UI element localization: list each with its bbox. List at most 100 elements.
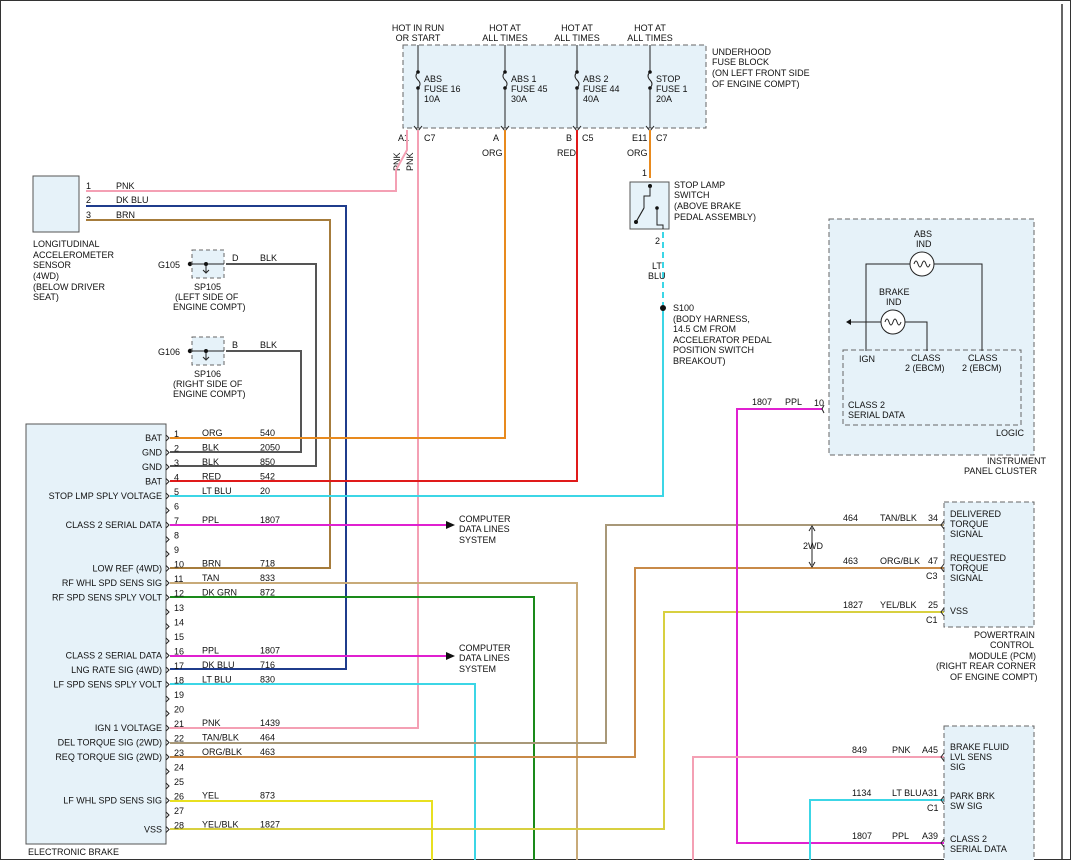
ebcm-wire-color: PNK — [202, 718, 221, 728]
accel-wire-2: DK BLU — [116, 195, 149, 205]
s100-label-1: S100 — [673, 303, 694, 313]
fuse-1-text-0: ABS 1 — [511, 74, 537, 84]
ebcm-pin-connector-icon — [165, 492, 170, 500]
ebcm-pin-number: 26 — [174, 792, 184, 802]
splice-s100: S100 (BODY HARNESS, 14.5 CM FROM ACCELER… — [660, 303, 772, 366]
ebcm-pin-name: LNG RATE SIG (4WD) — [71, 665, 162, 675]
ebcm-wire-circuit: 463 — [260, 747, 275, 757]
ebcm-wire-circuit: 1439 — [260, 718, 280, 728]
lower-connector-icon — [940, 795, 945, 805]
pcm-conn: C1 — [926, 615, 938, 625]
fuse-pin-c7b: C7 — [656, 133, 668, 143]
wire-label-org-2: ORG — [627, 148, 648, 158]
wire-label-pnk-1: PNK — [392, 152, 402, 171]
ebcm-pin-number: 19 — [174, 690, 184, 700]
abs-lamp-filament-icon — [913, 260, 931, 268]
computer-lines-2-a: COMPUTER — [459, 643, 511, 653]
ebcm-pin-number: 1 — [174, 429, 179, 439]
wire-blk-g106 — [170, 350, 302, 453]
sp106-loc-2: ENGINE COMPT) — [173, 389, 246, 399]
cluster-class2b-1: CLASS — [968, 353, 998, 363]
pcm-conn: C3 — [926, 571, 938, 581]
computer-data-lines-1: COMPUTER DATA LINES SYSTEM — [446, 514, 511, 545]
fuse-3-element-icon — [647, 71, 653, 89]
g106-wire: BLK — [260, 340, 277, 350]
ebcm-wire-color: BLK — [202, 457, 219, 467]
wire-pnk-ign — [170, 130, 419, 729]
lower-label-text: SIG — [950, 762, 966, 772]
ebcm-box — [25, 423, 167, 845]
fuse-header-0-b: OR START — [396, 33, 441, 43]
stop-lamp-switch: STOP LAMP SWITCH (ABOVE BRAKE PEDAL ASSE… — [629, 168, 756, 281]
fuse-2-text-2: 40A — [583, 94, 599, 104]
pcm-label-1: POWERTRAIN — [974, 630, 1035, 640]
ebcm-label: ELECTRONIC BRAKE — [28, 847, 119, 857]
ebcm-pin-connector-icon — [165, 594, 170, 601]
ebcm-pin-connector-icon — [165, 826, 170, 833]
ebcm-wire-circuit: 873 — [260, 791, 275, 801]
pcm-connector-icon — [940, 607, 945, 617]
pcm-label-text: SIGNAL — [950, 573, 983, 583]
switch-bottom-contact-icon — [655, 206, 659, 210]
ebcm-pin-name: BAT — [145, 433, 162, 443]
wire-ppl-cluster — [736, 408, 944, 844]
ebcm-pin-number: 23 — [174, 748, 184, 758]
ebcm-pin-24: 24 — [165, 763, 184, 775]
fuse-0-text-0: ABS — [424, 74, 442, 84]
accel-sensor-box — [32, 175, 80, 233]
lower-conn: C1 — [927, 803, 939, 813]
ebcm-pin-number: 18 — [174, 676, 184, 686]
cluster-serial-2: SERIAL DATA — [848, 410, 905, 420]
fuse-3-text-1: FUSE 1 — [656, 84, 688, 94]
cluster-ign-label: IGN — [859, 354, 875, 364]
wire-tan — [170, 582, 578, 860]
sp105-splice-icon — [204, 262, 208, 266]
ebcm-pin-number: 6 — [174, 502, 179, 512]
lower-wire-color: PPL — [892, 831, 909, 841]
s100-label-6: BREAKOUT) — [673, 356, 726, 366]
g106-terminal-icon — [187, 348, 193, 354]
wire-dkgrn — [170, 596, 535, 860]
fuse-pin-b: B — [566, 133, 572, 143]
ebcm-pin-number: 9 — [174, 545, 179, 555]
ebcm-pin-number: 10 — [174, 560, 184, 570]
ebcm-wire-color: LT BLU — [202, 675, 232, 685]
wire-orgblk — [170, 567, 944, 758]
lower-label-text: CLASS 2 — [950, 834, 987, 844]
lower-pin: A45 — [922, 745, 938, 755]
wire-pnk-lower — [692, 756, 944, 860]
ebcm-pin-connector-icon — [165, 463, 170, 471]
ebcm-wire-color: RED — [202, 472, 222, 482]
wire-tanblk — [170, 524, 944, 744]
switch-top-lead — [643, 186, 651, 208]
ebcm-pin-connector-icon — [165, 536, 170, 543]
sp105-loc-2: ENGINE COMPT) — [173, 302, 246, 312]
fuse-0-element-icon — [415, 71, 421, 89]
cluster-class2b-2: 2 (EBCM) — [962, 363, 1002, 373]
ebcm-wire-color: TAN/BLK — [202, 733, 239, 743]
fuse-1-text-2: 30A — [511, 94, 527, 104]
fuse-block-label-4: OF ENGINE COMPT) — [712, 79, 800, 89]
ebcm-wire-color: DK GRN — [202, 588, 237, 598]
pcm-label-5: OF ENGINE COMPT) — [950, 672, 1038, 682]
ebcm-pin-number: 24 — [174, 763, 184, 773]
s100-label-3: 14.5 CM FROM — [673, 324, 736, 334]
pcm-wire-color: YEL/BLK — [880, 600, 917, 610]
ebcm-wire-color: YEL/BLK — [202, 820, 239, 830]
lower-pin: A31 — [922, 788, 938, 798]
cluster-class2a-1: CLASS — [911, 353, 941, 363]
cluster-wire-circuit: 1807 — [752, 397, 772, 407]
ebcm-pin-connector-icon — [165, 608, 170, 616]
fuse-block-label-2: FUSE BLOCK — [712, 57, 769, 67]
ebcm-pin-19: 19 — [165, 690, 184, 703]
switch-blade-icon — [635, 207, 645, 223]
wires — [86, 130, 944, 860]
sp106-arrow-icon — [202, 353, 210, 361]
fuse-header-1-b: ALL TIMES — [482, 33, 528, 43]
